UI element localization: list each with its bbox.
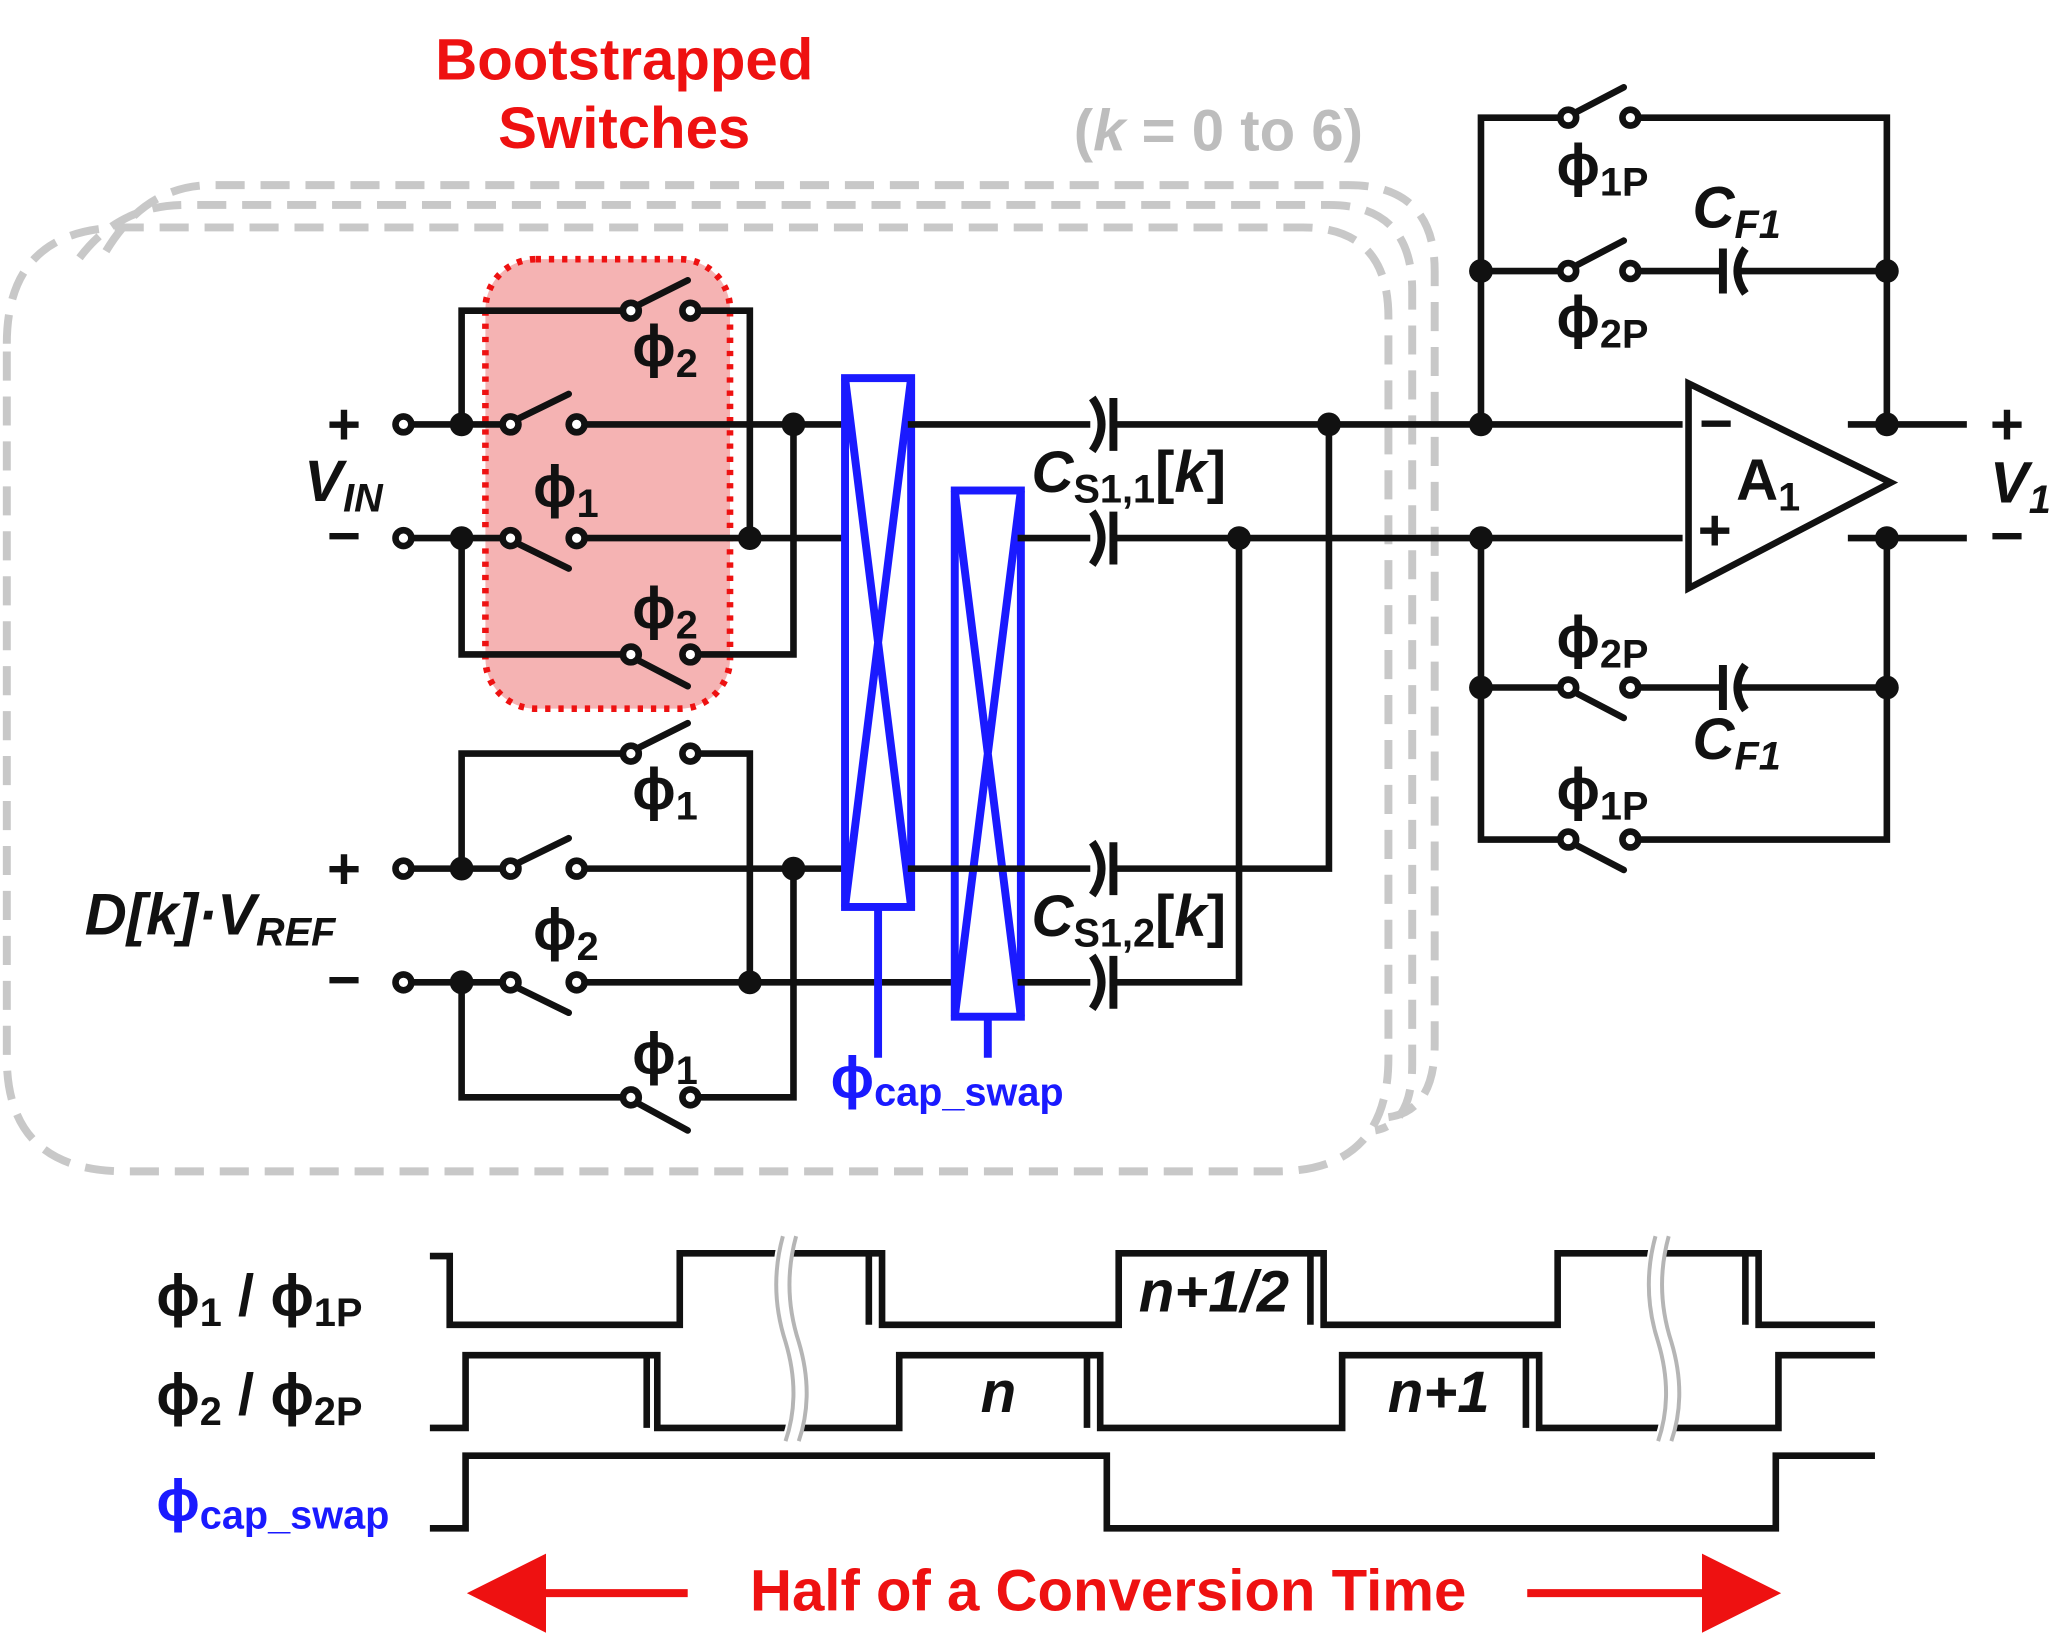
dref-minus: −: [327, 948, 361, 1013]
vout-label: V1: [1990, 450, 2051, 522]
phi2-top-label: ϕ2: [632, 314, 698, 386]
amplifier-feedback: [1469, 83, 1967, 874]
conversion-time-label: Half of a Conversion Time: [750, 1558, 1466, 1623]
pulse-n-half-label: n+1/2: [1139, 1260, 1289, 1325]
cf1-bottom-label: CF1: [1693, 707, 1781, 779]
cs12-label: CS1,2[k]: [1031, 884, 1226, 956]
phi1-dac-top-label: ϕ1: [632, 757, 698, 829]
dac-switch-network: [392, 719, 982, 1134]
cap-swap-label: ϕcap_swap: [830, 1045, 1063, 1114]
bootstrap-title-line1: Bootstrapped: [435, 27, 813, 92]
unit-cell-stack-outline: [2, 181, 1439, 1176]
pulse-n-label: n: [981, 1360, 1017, 1425]
cf1-top-label: CF1: [1693, 175, 1781, 247]
vin-label: VIN: [304, 449, 384, 521]
phi2p-bottom-label: ϕ2P: [1556, 605, 1648, 677]
phi2-bottom-label: ϕ2: [632, 576, 698, 648]
phi2p-top-label: ϕ2P: [1556, 285, 1648, 357]
timing-row2-label: ϕ2 / ϕ2P: [156, 1363, 362, 1435]
amp-minus: −: [1699, 391, 1733, 456]
phi1-vin-label: ϕ1: [533, 454, 599, 526]
pulse-n1-label: n+1: [1388, 1360, 1490, 1425]
vin-minus: −: [327, 503, 361, 568]
amp-plus: +: [1698, 498, 1732, 563]
phi2-dac-label: ϕ2: [533, 897, 599, 969]
phi1p-top-label: ϕ1P: [1556, 133, 1648, 205]
amp-label: A1: [1736, 448, 1800, 520]
phi1-dac-bottom-label: ϕ1: [632, 1022, 698, 1094]
phi1p-bottom-label: ϕ1P: [1556, 757, 1648, 829]
cap-swap-crossbars: [841, 374, 1025, 1058]
bootstrap-highlight: [482, 255, 734, 712]
timing-waveforms: [429, 1233, 1875, 1532]
dref-label: D[k]·VREF: [85, 883, 337, 955]
vin-plus: +: [327, 392, 361, 457]
bootstrap-title-line2: Switches: [498, 96, 750, 161]
timing-row3-label: ϕcap_swap: [156, 1468, 389, 1537]
k-range-label: (k = 0 to 6): [1074, 99, 1363, 164]
vout-minus: −: [1990, 503, 2024, 568]
cs11-label: CS1,1[k]: [1031, 440, 1226, 512]
vin-switch-network: [392, 276, 877, 690]
dref-plus: +: [327, 836, 361, 901]
timing-row1-label: ϕ1 / ϕ1P: [156, 1264, 362, 1336]
vout-plus: +: [1990, 392, 2024, 457]
sampling-capacitors: [907, 395, 1683, 1012]
